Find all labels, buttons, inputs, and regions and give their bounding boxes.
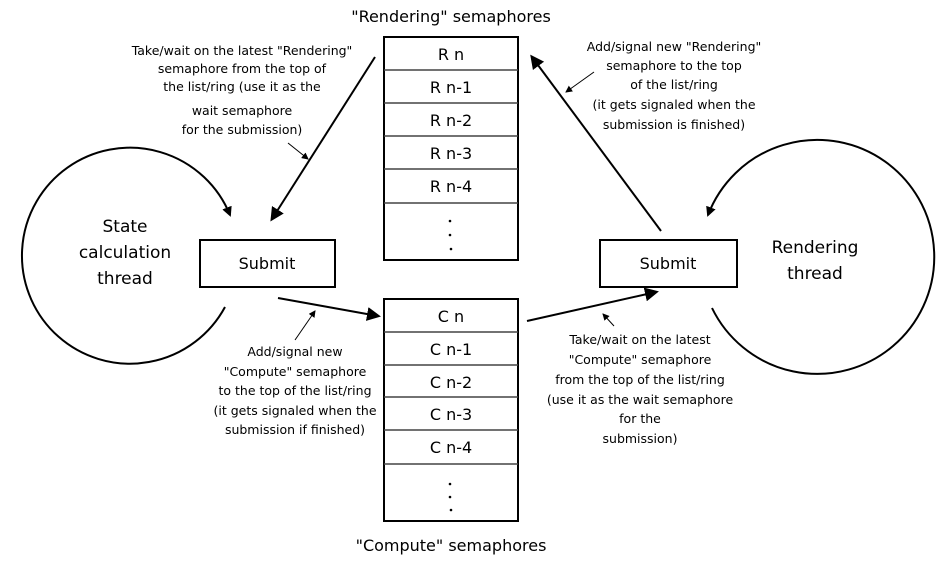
take-rendering-arrow (270, 56, 376, 222)
add-rendering-arrow (530, 54, 662, 232)
svg-text:Submit: Submit (239, 254, 296, 273)
svg-text:thread: thread (97, 269, 153, 289)
compute-cell-4: C n-4 (430, 438, 472, 457)
rendering-thread-loop-icon (706, 138, 936, 375)
take-compute-note: Take/wait on the latest "Compute" semaph… (547, 332, 734, 446)
rendering-cell-4: R n-4 (430, 177, 472, 196)
svg-text:"Compute" semaphore: "Compute" semaphore (569, 352, 712, 367)
rendering-ellipsis (448, 219, 453, 251)
state-thread-loop-icon (20, 146, 232, 365)
add-compute-arrow (277, 297, 381, 321)
compute-cell-3: C n-3 (430, 405, 472, 424)
svg-text:of the list/ring: of the list/ring (630, 77, 718, 92)
rendering-thread-label: Rendering thread (772, 238, 859, 284)
compute-semaphores-title: "Compute" semaphores (356, 536, 547, 555)
compute-cell-0: C n (438, 307, 464, 326)
take-rendering-pointer (287, 142, 309, 160)
svg-text:submission): submission) (603, 431, 678, 446)
svg-text:semaphore to the top: semaphore to the top (606, 58, 742, 73)
svg-text:the list/ring (use it as the: the list/ring (use it as the (163, 79, 321, 94)
rendering-cell-3: R n-3 (430, 144, 472, 163)
take-compute-pointer (602, 313, 615, 327)
rendering-cell-2: R n-2 (430, 111, 472, 130)
compute-semaphore-stack: C n C n-1 C n-2 C n-3 C n-4 (383, 298, 519, 522)
rendering-cell-1: R n-1 (430, 78, 472, 97)
add-compute-pointer (294, 310, 316, 341)
compute-ellipsis (448, 482, 453, 512)
compute-cell-1: C n-1 (430, 340, 472, 359)
svg-text:from the top of the list/ring: from the top of the list/ring (555, 372, 725, 387)
svg-text:Submit: Submit (640, 254, 697, 273)
svg-text:Take/wait on the latest: Take/wait on the latest (568, 332, 710, 347)
svg-text:semaphore from the top of: semaphore from the top of (158, 61, 327, 76)
svg-text:for the: for the (619, 411, 661, 426)
svg-text:for the submission): for the submission) (182, 122, 303, 137)
svg-text:Add/signal new: Add/signal new (247, 344, 342, 359)
svg-text:(it gets signaled when the: (it gets signaled when the (592, 97, 755, 112)
add-rendering-note: Add/signal new "Rendering" semaphore to … (587, 39, 762, 132)
rendering-thread-submit-box: Submit (599, 239, 738, 288)
svg-text:to the top of the list/ring: to the top of the list/ring (218, 383, 371, 398)
svg-text:(use it as the wait semaphore: (use it as the wait semaphore (547, 392, 734, 407)
svg-text:"Compute" semaphore: "Compute" semaphore (224, 364, 367, 379)
svg-text:calculation: calculation (79, 243, 171, 263)
svg-text:Take/wait on the latest "Rende: Take/wait on the latest "Rendering" (131, 43, 353, 58)
compute-cell-2: C n-2 (430, 373, 472, 392)
svg-text:submission if finished): submission if finished) (225, 422, 365, 437)
svg-text:State: State (103, 217, 148, 237)
svg-text:Rendering: Rendering (772, 238, 859, 258)
rendering-semaphores-title: "Rendering" semaphores (351, 7, 551, 26)
svg-text:thread: thread (787, 264, 843, 284)
svg-text:Add/signal new "Rendering": Add/signal new "Rendering" (587, 39, 762, 54)
svg-text:(it gets signaled when the: (it gets signaled when the (213, 403, 376, 418)
rendering-cell-0: R n (438, 45, 464, 64)
state-thread-submit-box: Submit (199, 239, 336, 288)
state-thread-label: State calculation thread (79, 217, 171, 289)
add-rendering-pointer (565, 71, 595, 93)
svg-text:submission is finished): submission is finished) (603, 117, 745, 132)
take-compute-arrow (526, 287, 659, 322)
svg-text:wait semaphore: wait semaphore (192, 103, 293, 118)
add-compute-note: Add/signal new "Compute" semaphore to th… (213, 344, 376, 437)
rendering-semaphore-stack: R n R n-1 R n-2 R n-3 R n-4 (383, 36, 519, 261)
take-rendering-note: Take/wait on the latest "Rendering" sema… (131, 43, 353, 137)
